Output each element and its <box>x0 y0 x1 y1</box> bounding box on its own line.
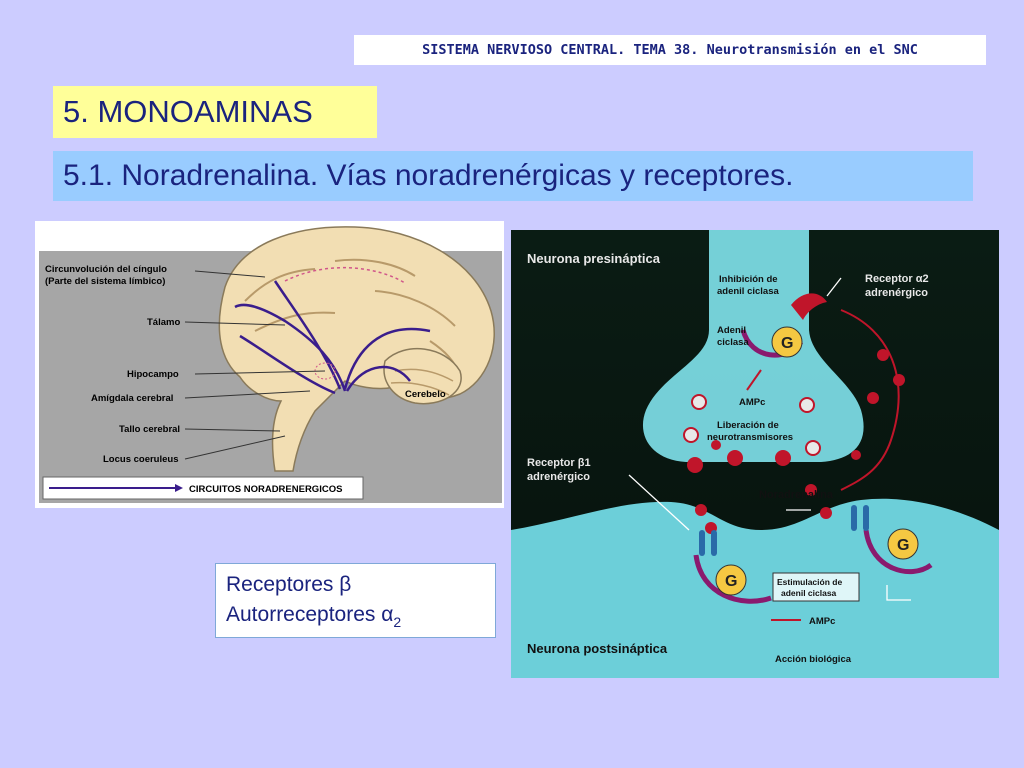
cerebellum-shape <box>383 347 462 405</box>
legend-line-2-subscript: 2 <box>393 614 402 630</box>
legend-line-2-text: Autorreceptores α <box>226 603 394 626</box>
brain-pathways-figure: Circunvolución del cíngulo (Parte del si… <box>35 221 504 508</box>
flow-arrows <box>746 309 900 621</box>
label-noradrenalina: Noradrenalina <box>759 489 834 501</box>
label-receptor-a2-2: adrenérgico <box>865 287 928 299</box>
label-cerebelo: Cerebelo <box>405 389 446 400</box>
alpha2-receptor <box>791 293 827 320</box>
estimulacion-box <box>772 572 860 602</box>
label-estimulacion-2: adenil ciclasa <box>781 588 837 598</box>
label-talamo: Tálamo <box>147 317 180 328</box>
label-legend: CIRCUITOS NORADRENERGICOS <box>189 484 342 495</box>
pathway-cingulate <box>239 334 336 395</box>
g-protein-post-right <box>887 528 919 560</box>
label-locus: Locus coeruleus <box>103 454 179 465</box>
label-receptor-a2-1: Receptor α2 <box>865 273 929 285</box>
g-protein-post-left <box>715 564 747 596</box>
label-inhibicion-1: Inhibición de <box>719 274 778 285</box>
header-text: SISTEMA NERVIOSO CENTRAL. TEMA 38. Neuro… <box>422 42 918 58</box>
post-membrane-arc-left <box>693 554 772 604</box>
vesicles <box>683 394 821 456</box>
legend-line-1: Receptores β <box>226 573 352 596</box>
label-presinaptica: Neurona presináptica <box>527 251 661 266</box>
label-receptor-b1-1: Receptor β1 <box>527 457 591 469</box>
annotation-lines <box>628 277 911 601</box>
receptor-legend: Receptores β Autorreceptores α2 <box>215 563 496 638</box>
g-protein-post-right-label: G <box>897 537 909 554</box>
label-receptor-b1-2: adrenérgico <box>527 471 590 483</box>
label-cingulo-2: (Parte del sistema límbico) <box>45 276 165 287</box>
label-accion: Acción biológica <box>775 654 852 665</box>
pathway-frontal <box>234 303 347 392</box>
header-tag: SISTEMA NERVIOSO CENTRAL. TEMA 38. Neuro… <box>354 35 986 65</box>
leader-lines <box>184 270 326 460</box>
postsynaptic-neuron <box>511 498 999 678</box>
label-hipocampo: Hipocampo <box>127 369 179 380</box>
g-protein-pre <box>771 326 803 358</box>
brain-gyri <box>244 258 461 377</box>
legend-line-2: Autorreceptores α2 <box>226 600 485 631</box>
cingulate-outline <box>284 267 406 284</box>
g-protein-post-left-label: G <box>725 573 737 590</box>
cerebellum-folia <box>390 368 454 396</box>
g-protein-pre-label: G <box>781 335 793 352</box>
subsection-title: 5.1. Noradrenalina. Vías noradrenérgicas… <box>53 151 973 201</box>
section-title: 5. MONOAMINAS <box>53 86 377 138</box>
label-tallo: Tallo cerebral <box>119 424 180 435</box>
subsection-title-text: 5.1. Noradrenalina. Vías noradrenérgicas… <box>63 159 794 192</box>
label-amigdala: Amígdala cerebral <box>91 393 173 404</box>
synapse-figure: G G G Neurona presináptica Inhibición de… <box>511 230 999 678</box>
brain-legend-box <box>42 476 364 500</box>
label-adenil-1: Adenil <box>717 325 746 336</box>
noradrenaline-molecules <box>687 349 905 534</box>
brain-shape <box>218 226 495 472</box>
label-ampc-post: AMPc <box>809 616 835 627</box>
label-postsinaptica: Neurona postsináptica <box>527 641 668 656</box>
beta1-receptors <box>699 505 869 556</box>
label-ampc-pre: AMPc <box>739 397 765 408</box>
label-adenil-2: ciclasa <box>717 337 749 348</box>
section-title-text: 5. MONOAMINAS <box>63 94 313 129</box>
brain-legend-arrowhead <box>175 484 183 492</box>
label-estimulacion-1: Estimulación de <box>777 577 842 587</box>
label-liberacion-1: Liberación de <box>717 420 779 431</box>
pathway-cerebellar <box>345 365 411 392</box>
pathway-posterior <box>343 327 431 390</box>
label-liberacion-2: neurotransmisores <box>707 432 793 443</box>
label-cingulo-1: Circunvolución del cíngulo <box>45 264 167 275</box>
pathway-superior <box>273 280 342 390</box>
post-membrane-arc-right <box>863 529 933 575</box>
label-inhibicion-2: adenil ciclasa <box>717 286 780 297</box>
